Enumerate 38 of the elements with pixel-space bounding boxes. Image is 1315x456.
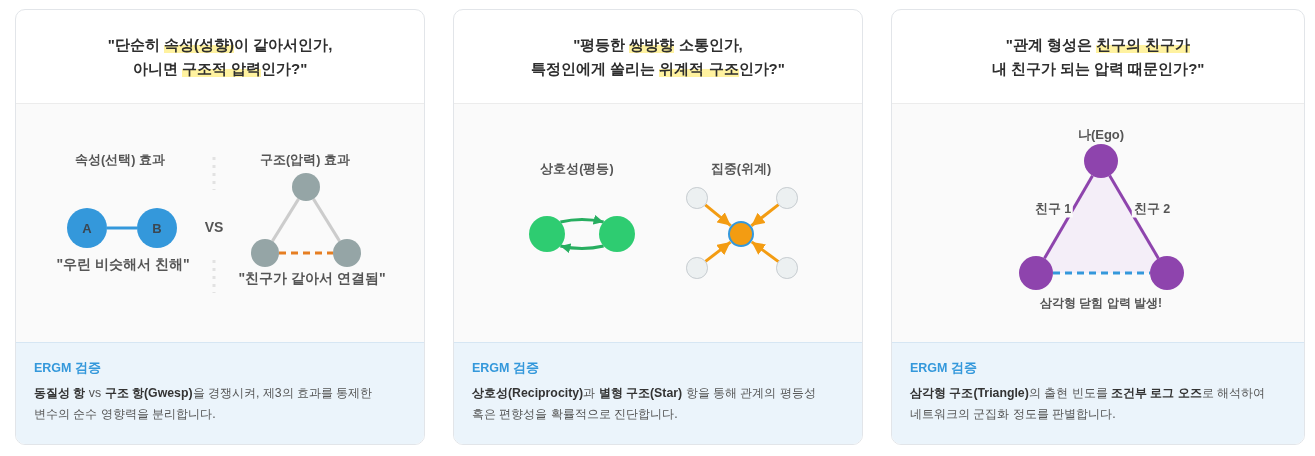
link-line (271, 198, 300, 242)
link-line (312, 198, 341, 242)
panel-description: 삼각형 구조(Triangle)의 출현 빈도를 조건부 로그 오즈로 해석하여 네트워크의 군집화 정도를 판별합니다. (910, 385, 1266, 423)
result-caption: 삼각형 닫힘 압력 발생! (1040, 294, 1162, 312)
card-title: "평등한 쌍방향 소통인가, 특정인에게 쏠리는 위계적 구조인가?" (531, 34, 785, 79)
arrow (560, 243, 604, 253)
versus-text: VS (204, 218, 224, 236)
arrow (560, 215, 604, 225)
question-card (891, 9, 1305, 445)
arrow (704, 203, 732, 227)
panel-description: 상호성(Reciprocity)과 별형 구조(Star) 항을 통해 관계의 평등성 혹은 편향성을 확률적으로 진단합니다. (472, 385, 816, 423)
edge-label: 친구 2 (1131, 200, 1173, 218)
arrow (704, 240, 732, 263)
card-title: "단순히 속성(성향)이 같아서인가, 아니면 구조적 압력인가?" (107, 34, 333, 79)
question-card (15, 9, 425, 445)
panel-heading: ERGM 검증 (910, 360, 978, 377)
section-heading: 집중(위계) (710, 160, 772, 178)
panel-description: 동질성 항 vs 구조 항(Gwesp)을 경쟁시켜, 제3의 효과를 통제한 변수의 순수 영향력을 분리합니다. (34, 385, 373, 423)
arrow (750, 240, 780, 263)
link-line (1108, 174, 1160, 260)
panel-heading: ERGM 검증 (34, 360, 102, 377)
card-title: "관계 형성은 친구의 친구가 내 친구가 되는 압력 때문인가?" (991, 34, 1205, 79)
arrow (750, 203, 780, 227)
edge-label: 친구 1 (1032, 200, 1074, 218)
quote-caption: "친구가 같아서 연결됨" (238, 269, 386, 287)
link-line (107, 226, 137, 230)
dashed-link-line (279, 251, 333, 255)
node-caption: 나(Ego) (1077, 125, 1125, 143)
verification-panel (16, 342, 424, 444)
section-heading: 구조(압력) 효과 (260, 151, 350, 169)
section-heading: 상호성(평등) (540, 160, 614, 178)
section-heading: 속성(선택) 효과 (75, 151, 165, 169)
verification-panel (454, 342, 862, 444)
quote-caption: "우린 비슷해서 친해" (56, 255, 190, 273)
panel-heading: ERGM 검증 (472, 360, 540, 377)
link-line (1043, 174, 1094, 260)
verification-panel (892, 342, 1304, 444)
question-card (453, 9, 863, 445)
